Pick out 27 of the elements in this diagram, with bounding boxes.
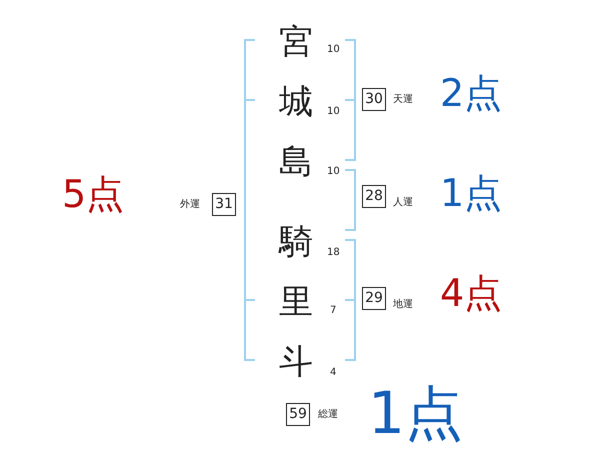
name-character: 斗 [279,345,313,379]
score-text: 5点 [62,175,124,213]
score-text: 4点 [440,274,502,312]
name-character: 騎 [279,225,313,259]
number-box: 30 [362,88,386,111]
number-box: 31 [212,193,236,216]
fortune-label: 外運 [180,200,200,210]
fortune-label: 人運 [393,198,413,208]
fortune-label: 総運 [318,410,338,420]
stroke-count: 7 [330,306,336,316]
fortune-label: 天運 [393,95,413,105]
fortune-label: 地運 [393,300,413,310]
name-character: 島 [279,145,313,179]
name-character: 里 [279,285,313,319]
number-box: 29 [362,287,386,310]
name-character: 城 [279,85,313,119]
number-box: 28 [362,185,386,208]
score-text: 1点 [440,174,502,212]
stroke-count: 4 [330,368,336,378]
stroke-count: 10 [327,45,340,55]
number-box: 59 [286,403,310,426]
stroke-count: 10 [327,167,340,177]
stroke-count: 10 [327,107,340,117]
stroke-count: 18 [327,248,340,258]
score-text: 2点 [440,74,502,112]
name-character: 宮 [279,25,313,59]
score-text: 1点 [368,384,463,442]
